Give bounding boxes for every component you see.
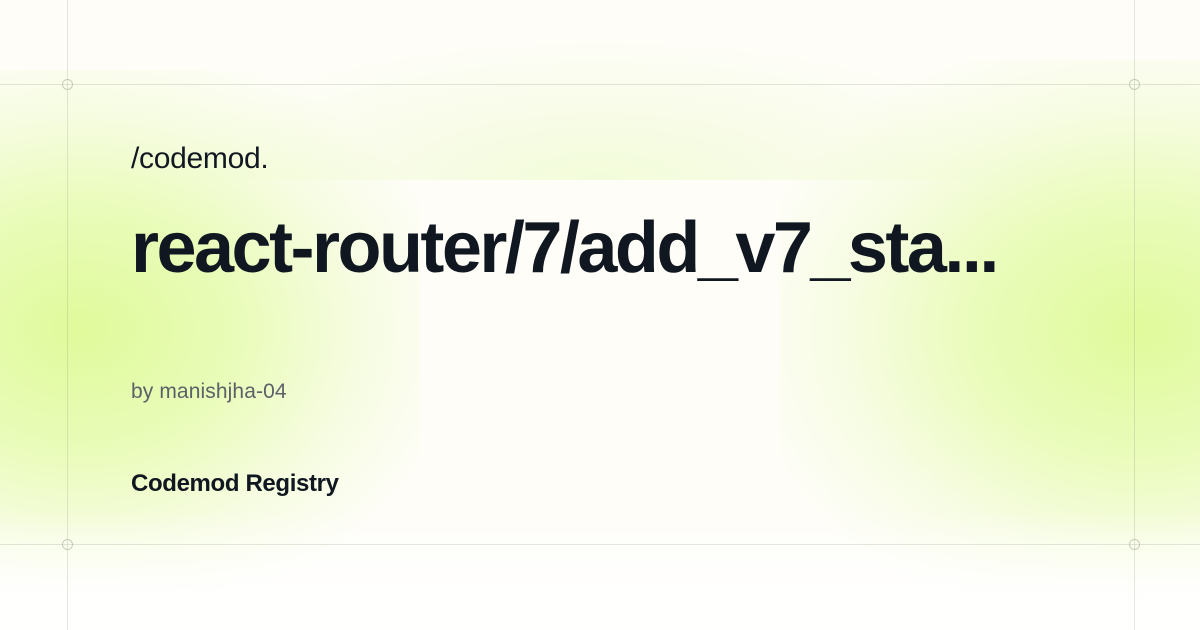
ring-marker-icon-top-left	[61, 78, 73, 90]
ring-marker-icon-top-right	[1128, 78, 1140, 90]
author-byline: by manishjha-04	[131, 380, 287, 403]
guide-line-vertical-right	[1134, 0, 1135, 630]
ring-marker-icon-bottom-left	[61, 538, 73, 550]
registry-label: Codemod Registry	[131, 470, 339, 497]
ring-marker-icon-bottom-right	[1128, 538, 1140, 550]
page-title: react-router/7/add_v7_sta...	[131, 209, 999, 288]
brand-logo: /codemod.	[131, 142, 269, 175]
card-content: /codemod. react-router/7/add_v7_sta... b…	[131, 84, 1111, 544]
guide-line-horizontal-bottom	[0, 544, 1200, 545]
guide-line-vertical-left	[67, 0, 68, 630]
